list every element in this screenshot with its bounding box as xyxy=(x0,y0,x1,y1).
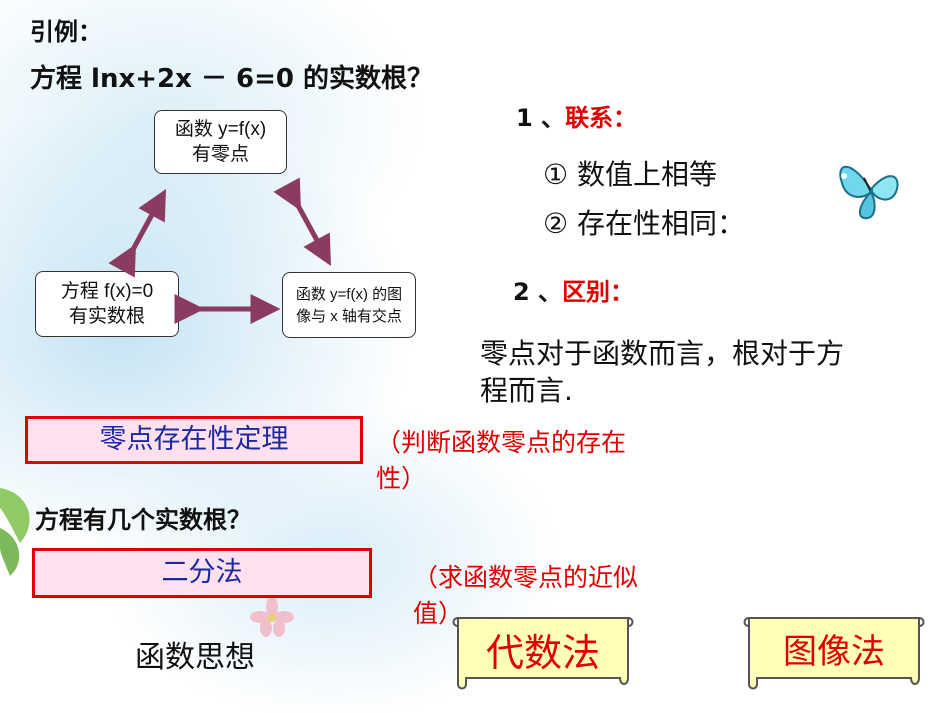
graph-scroll[interactable]: 图像法 xyxy=(743,612,925,690)
difference-heading: 2 、区别： xyxy=(513,272,634,307)
zero-point-line1: 函数 y=f(x) xyxy=(174,119,267,140)
relation-item-1: ① 数值上相等 xyxy=(543,158,718,191)
intro-question: 方程 lnx+2x － 6=0 的实数根？ xyxy=(30,64,434,94)
bisection-note: （求函数零点的近似 值） xyxy=(413,560,638,632)
graph-method-label: 图像法 xyxy=(783,632,885,672)
difference-text-line2: 程而言. xyxy=(480,374,573,407)
leaf-decoration xyxy=(0,488,30,576)
relation-number: 1 、 xyxy=(516,104,566,132)
zero-point-box: 函数 y=f(x) 有零点 xyxy=(154,110,287,174)
bisection-note-line2: 值） xyxy=(413,599,464,628)
relation-word: 联系： xyxy=(565,104,638,132)
butterfly-icon xyxy=(839,165,899,220)
real-root-line1: 方程 f(x)=0 xyxy=(60,281,154,302)
real-root-box: 方程 f(x)=0 有实数根 xyxy=(35,271,179,337)
intersection-line1: 函数 y=f(x) 的图 xyxy=(295,286,403,303)
zero-point-line2: 有零点 xyxy=(191,144,249,165)
intersection-line2: 像与 x 轴有交点 xyxy=(296,308,402,325)
zero-existence-theorem-box: 零点存在性定理 xyxy=(25,416,363,464)
algebra-method-label: 代数法 xyxy=(485,631,600,675)
scroll-frame-graph xyxy=(743,617,925,690)
scroll-frame-algebra xyxy=(452,617,634,690)
function-thinking: 函数思想 xyxy=(135,640,255,675)
intersection-box: 函数 y=f(x) 的图 像与 x 轴有交点 xyxy=(282,272,416,338)
difference-text-line1: 零点对于函数而言，根对于方 xyxy=(480,337,845,370)
left-double-arrow xyxy=(108,189,166,278)
flower-decoration xyxy=(250,597,294,637)
intro-label: 引例： xyxy=(30,18,102,46)
theorem-note-line1: （判断函数零点的存在 xyxy=(376,428,627,457)
difference-number: 2 、 xyxy=(513,278,563,306)
theorem-note-line2: 性） xyxy=(376,464,427,493)
theorem-note: （判断函数零点的存在 性） xyxy=(376,425,626,497)
relation-item-2: ② 存在性相同： xyxy=(543,207,746,240)
bisection-box: 二分法 xyxy=(32,548,372,598)
real-root-line2: 有实数根 xyxy=(68,306,145,327)
relation-heading: 1 、联系： xyxy=(516,98,637,133)
right-double-arrow xyxy=(273,177,331,266)
difference-text: 零点对于函数而言，根对于方 程而言. xyxy=(480,335,844,409)
algebra-scroll[interactable]: 代数法 xyxy=(452,612,634,690)
question-root-count: 方程有几个实数根？ xyxy=(35,506,251,534)
difference-word: 区别： xyxy=(562,278,635,306)
bisection-note-line1: （求函数零点的近似 xyxy=(413,563,639,592)
